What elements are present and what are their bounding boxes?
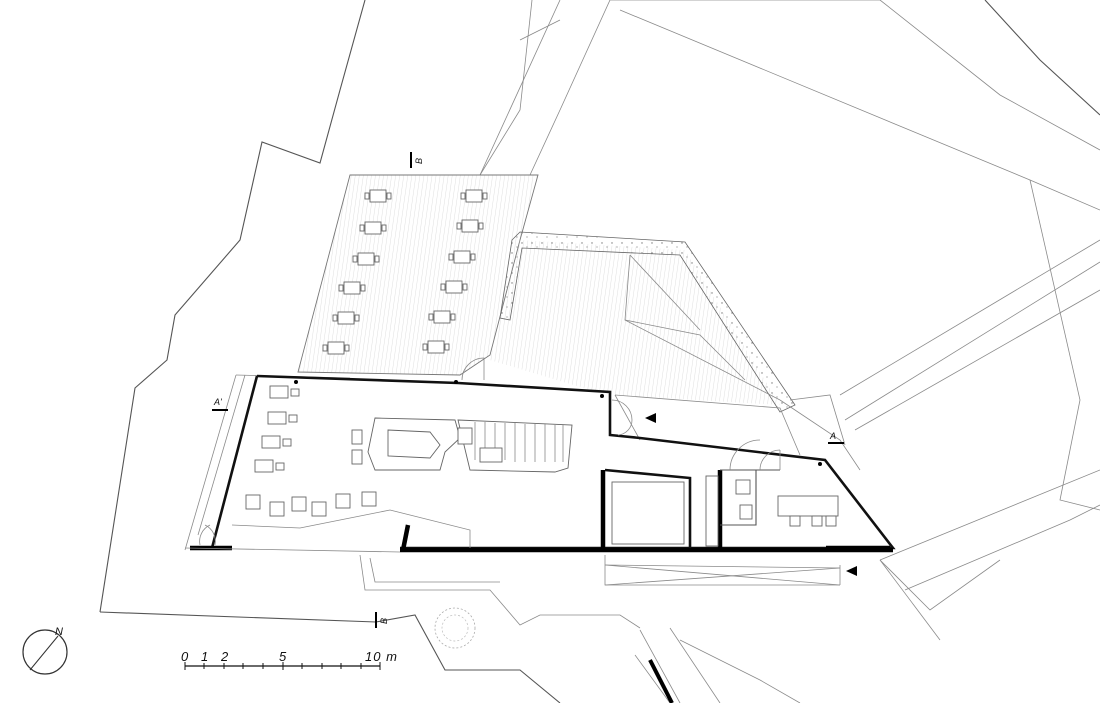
compass-icon: N: [22, 626, 68, 675]
staircase: [457, 419, 573, 473]
terrace-table: [460, 189, 488, 203]
section-label-b-bottom: B: [379, 618, 389, 624]
scale-label-10m: 10 m: [365, 649, 398, 664]
interior-tables: [231, 385, 471, 548]
perimeter-path: [184, 374, 841, 629]
terrace-table: [448, 250, 476, 264]
terrace-table: [364, 189, 392, 203]
section-marker-a-left: A': [212, 397, 228, 411]
section-label-a-left: A': [213, 397, 222, 407]
section-label-b-top: B: [414, 158, 424, 164]
terrace-table: [322, 341, 350, 355]
scale-bar: 0 1 2 5 10 m: [181, 649, 398, 670]
terrace-table: [332, 311, 360, 325]
section-marker-b-top: B: [410, 152, 424, 168]
terrace-table: [422, 340, 450, 354]
terrace-table: [338, 281, 366, 295]
building-walls: [184, 374, 896, 553]
scale-label-2: 2: [220, 649, 229, 664]
section-marker-b-bottom: B: [375, 612, 389, 628]
bar-counter: [367, 417, 461, 471]
column-dots: [294, 380, 822, 466]
round-planter: [434, 607, 476, 649]
doors: [199, 357, 633, 546]
scale-label-5: 5: [279, 649, 287, 664]
terrace-table: [456, 219, 484, 233]
terrace-table: [428, 310, 456, 324]
triangle-arrow-icon: [846, 566, 857, 576]
terrace-table: [352, 252, 380, 266]
kitchen-room: [611, 439, 839, 547]
section-label-a-right: A: [829, 431, 836, 441]
terrace-table: [440, 280, 468, 294]
scale-label-1: 1: [201, 649, 209, 664]
section-marker-a-right: A: [828, 431, 844, 444]
scale-label-0: 0: [181, 649, 189, 664]
north-label: N: [55, 626, 63, 638]
courtyard: [490, 231, 846, 456]
terrace-table: [359, 221, 387, 235]
triangle-arrow-icon: [645, 413, 656, 423]
terrace-tables: [322, 189, 488, 355]
site-boundary: [99, 0, 1100, 703]
